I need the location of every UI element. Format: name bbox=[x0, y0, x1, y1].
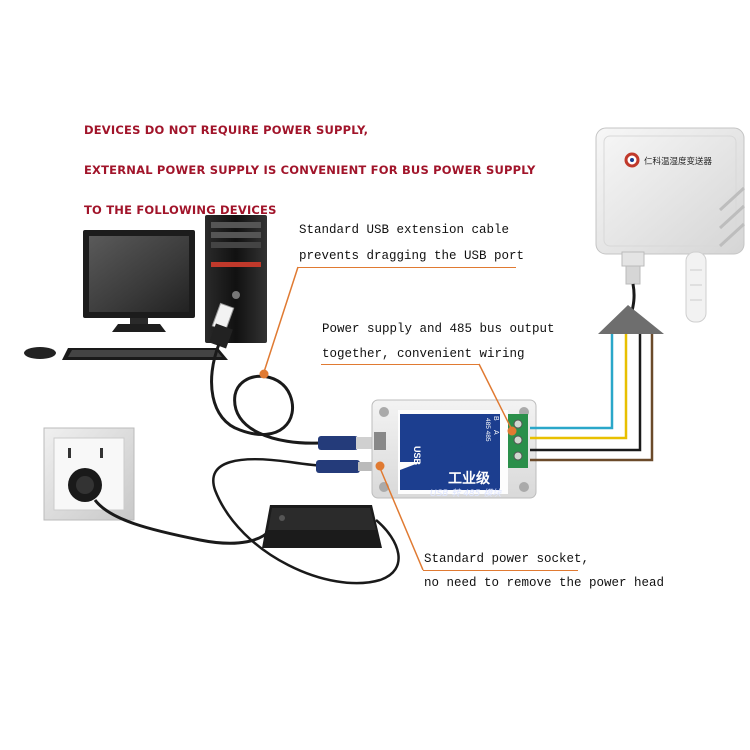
sensor-transmitter: 仁科温湿度变送器 bbox=[595, 127, 746, 323]
wire-brown bbox=[530, 334, 654, 462]
dc-power-cable bbox=[212, 457, 400, 585]
mouse bbox=[24, 347, 56, 359]
callout-leaders bbox=[263, 266, 513, 571]
heading-line-1: DEVICES DO NOT REQUIRE POWER SUPPLY, bbox=[84, 123, 369, 137]
keyboard bbox=[62, 348, 228, 360]
callout-dot-power bbox=[375, 461, 385, 471]
wire-black bbox=[530, 334, 642, 452]
wire-blue bbox=[530, 334, 614, 430]
mains-cord bbox=[93, 499, 272, 545]
module-subtitle: USB 转 485 模块 bbox=[430, 488, 502, 499]
usb-plug-module bbox=[318, 436, 374, 450]
callout-dot-terminal bbox=[507, 426, 517, 436]
power-adapter bbox=[262, 505, 382, 548]
wire-yellow bbox=[530, 334, 628, 440]
heading-line-3: TO THE FOLLOWING DEVICES bbox=[84, 203, 277, 217]
module-terminal-b: B bbox=[492, 416, 499, 421]
callout-bus-output-line-1: Power supply and 485 bus output bbox=[322, 322, 555, 336]
callout-bus-underline bbox=[321, 364, 479, 365]
usb-485-module: USB 工业级 USB 转 485 模块 485 485 A B bbox=[371, 399, 537, 499]
sensor-brand-label: 仁科温湿度变送器 bbox=[644, 156, 713, 167]
computer-monitor bbox=[83, 230, 195, 332]
callout-usb-underline bbox=[298, 267, 516, 268]
module-port-label: 485 485 bbox=[484, 418, 491, 442]
callout-bus-output-line-2: together, convenient wiring bbox=[322, 347, 525, 361]
usb-plug-computer bbox=[209, 302, 235, 349]
module-title: 工业级 bbox=[448, 470, 491, 487]
callout-usb-cable-line-1: Standard USB extension cable bbox=[299, 223, 510, 237]
callout-socket-underline bbox=[423, 570, 578, 571]
dc-plug-module bbox=[316, 460, 374, 473]
module-usb-label: USB bbox=[412, 446, 422, 466]
callout-power-socket-line-2: no need to remove the power head bbox=[424, 576, 665, 590]
wall-socket bbox=[43, 427, 135, 521]
callout-dot-usb bbox=[259, 369, 269, 379]
module-terminal-a: A bbox=[492, 430, 499, 435]
callout-usb-cable-line-2: prevents dragging the USB port bbox=[299, 249, 525, 263]
usb-extension-cable bbox=[210, 343, 321, 445]
callout-power-socket-line-1: Standard power socket, bbox=[424, 552, 590, 566]
cable-split-triangle bbox=[598, 305, 664, 334]
heading-line-2: EXTERNAL POWER SUPPLY IS CONVENIENT FOR … bbox=[84, 163, 536, 177]
